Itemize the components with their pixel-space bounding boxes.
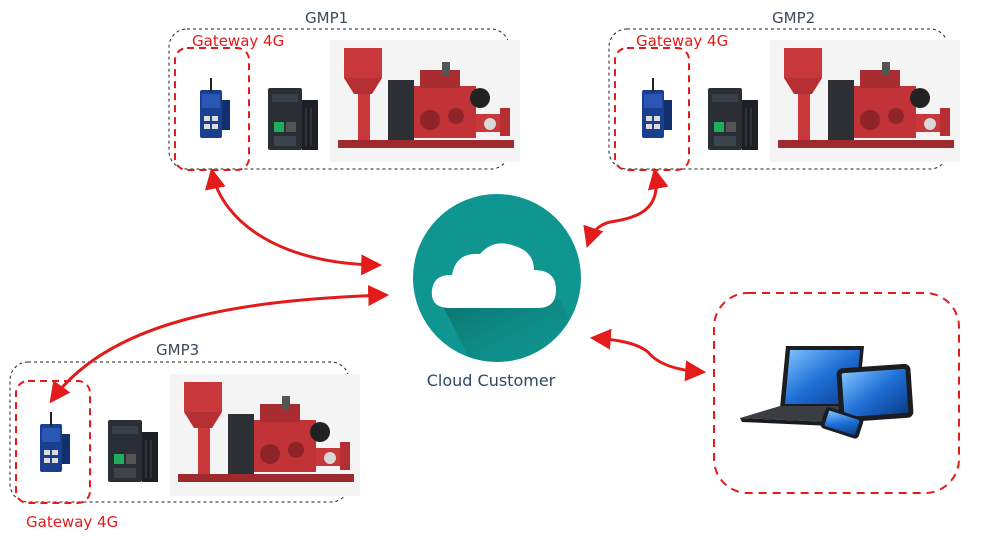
connections: [49, 167, 707, 404]
devices-group: [713, 292, 960, 494]
gateway-label: Gateway 4G: [636, 32, 728, 50]
gateway-device-icon: [200, 78, 230, 138]
gateway-device-icon: [40, 412, 70, 472]
cloud-icon: [431, 243, 556, 308]
laptop-tablet-phone-icon: [740, 346, 914, 439]
group-label: GMP1: [305, 9, 348, 27]
arrow-cloud-devices: [589, 328, 707, 382]
arrow-gmp3-cloud: [49, 285, 390, 404]
cloud-customer: Cloud Customer: [413, 194, 581, 390]
plc-controller-icon: [707, 87, 759, 151]
group-label: GMP3: [156, 341, 199, 359]
devices-box: [713, 292, 960, 494]
gateway-device-icon: [642, 78, 672, 138]
diesel-pump-icon: [330, 40, 520, 162]
plc-controller-icon: [107, 419, 159, 483]
arrow-gmp2-cloud: [583, 167, 669, 248]
arrow-gmp1-cloud: [205, 167, 383, 276]
group-label: GMP2: [772, 9, 815, 27]
plc-controller-icon: [267, 87, 319, 151]
group-gmp3: GMP3 Gateway 4G: [9, 341, 360, 531]
group-gmp2: GMP2 Gateway 4G: [608, 9, 960, 171]
diesel-pump-icon: [170, 374, 360, 496]
group-gmp1: GMP1 Gateway 4G: [168, 9, 520, 171]
gateway-label: Gateway 4G: [192, 32, 284, 50]
diesel-pump-icon: [770, 40, 960, 162]
cloud-label: Cloud Customer: [427, 371, 556, 390]
gateway-label: Gateway 4G: [26, 513, 118, 531]
